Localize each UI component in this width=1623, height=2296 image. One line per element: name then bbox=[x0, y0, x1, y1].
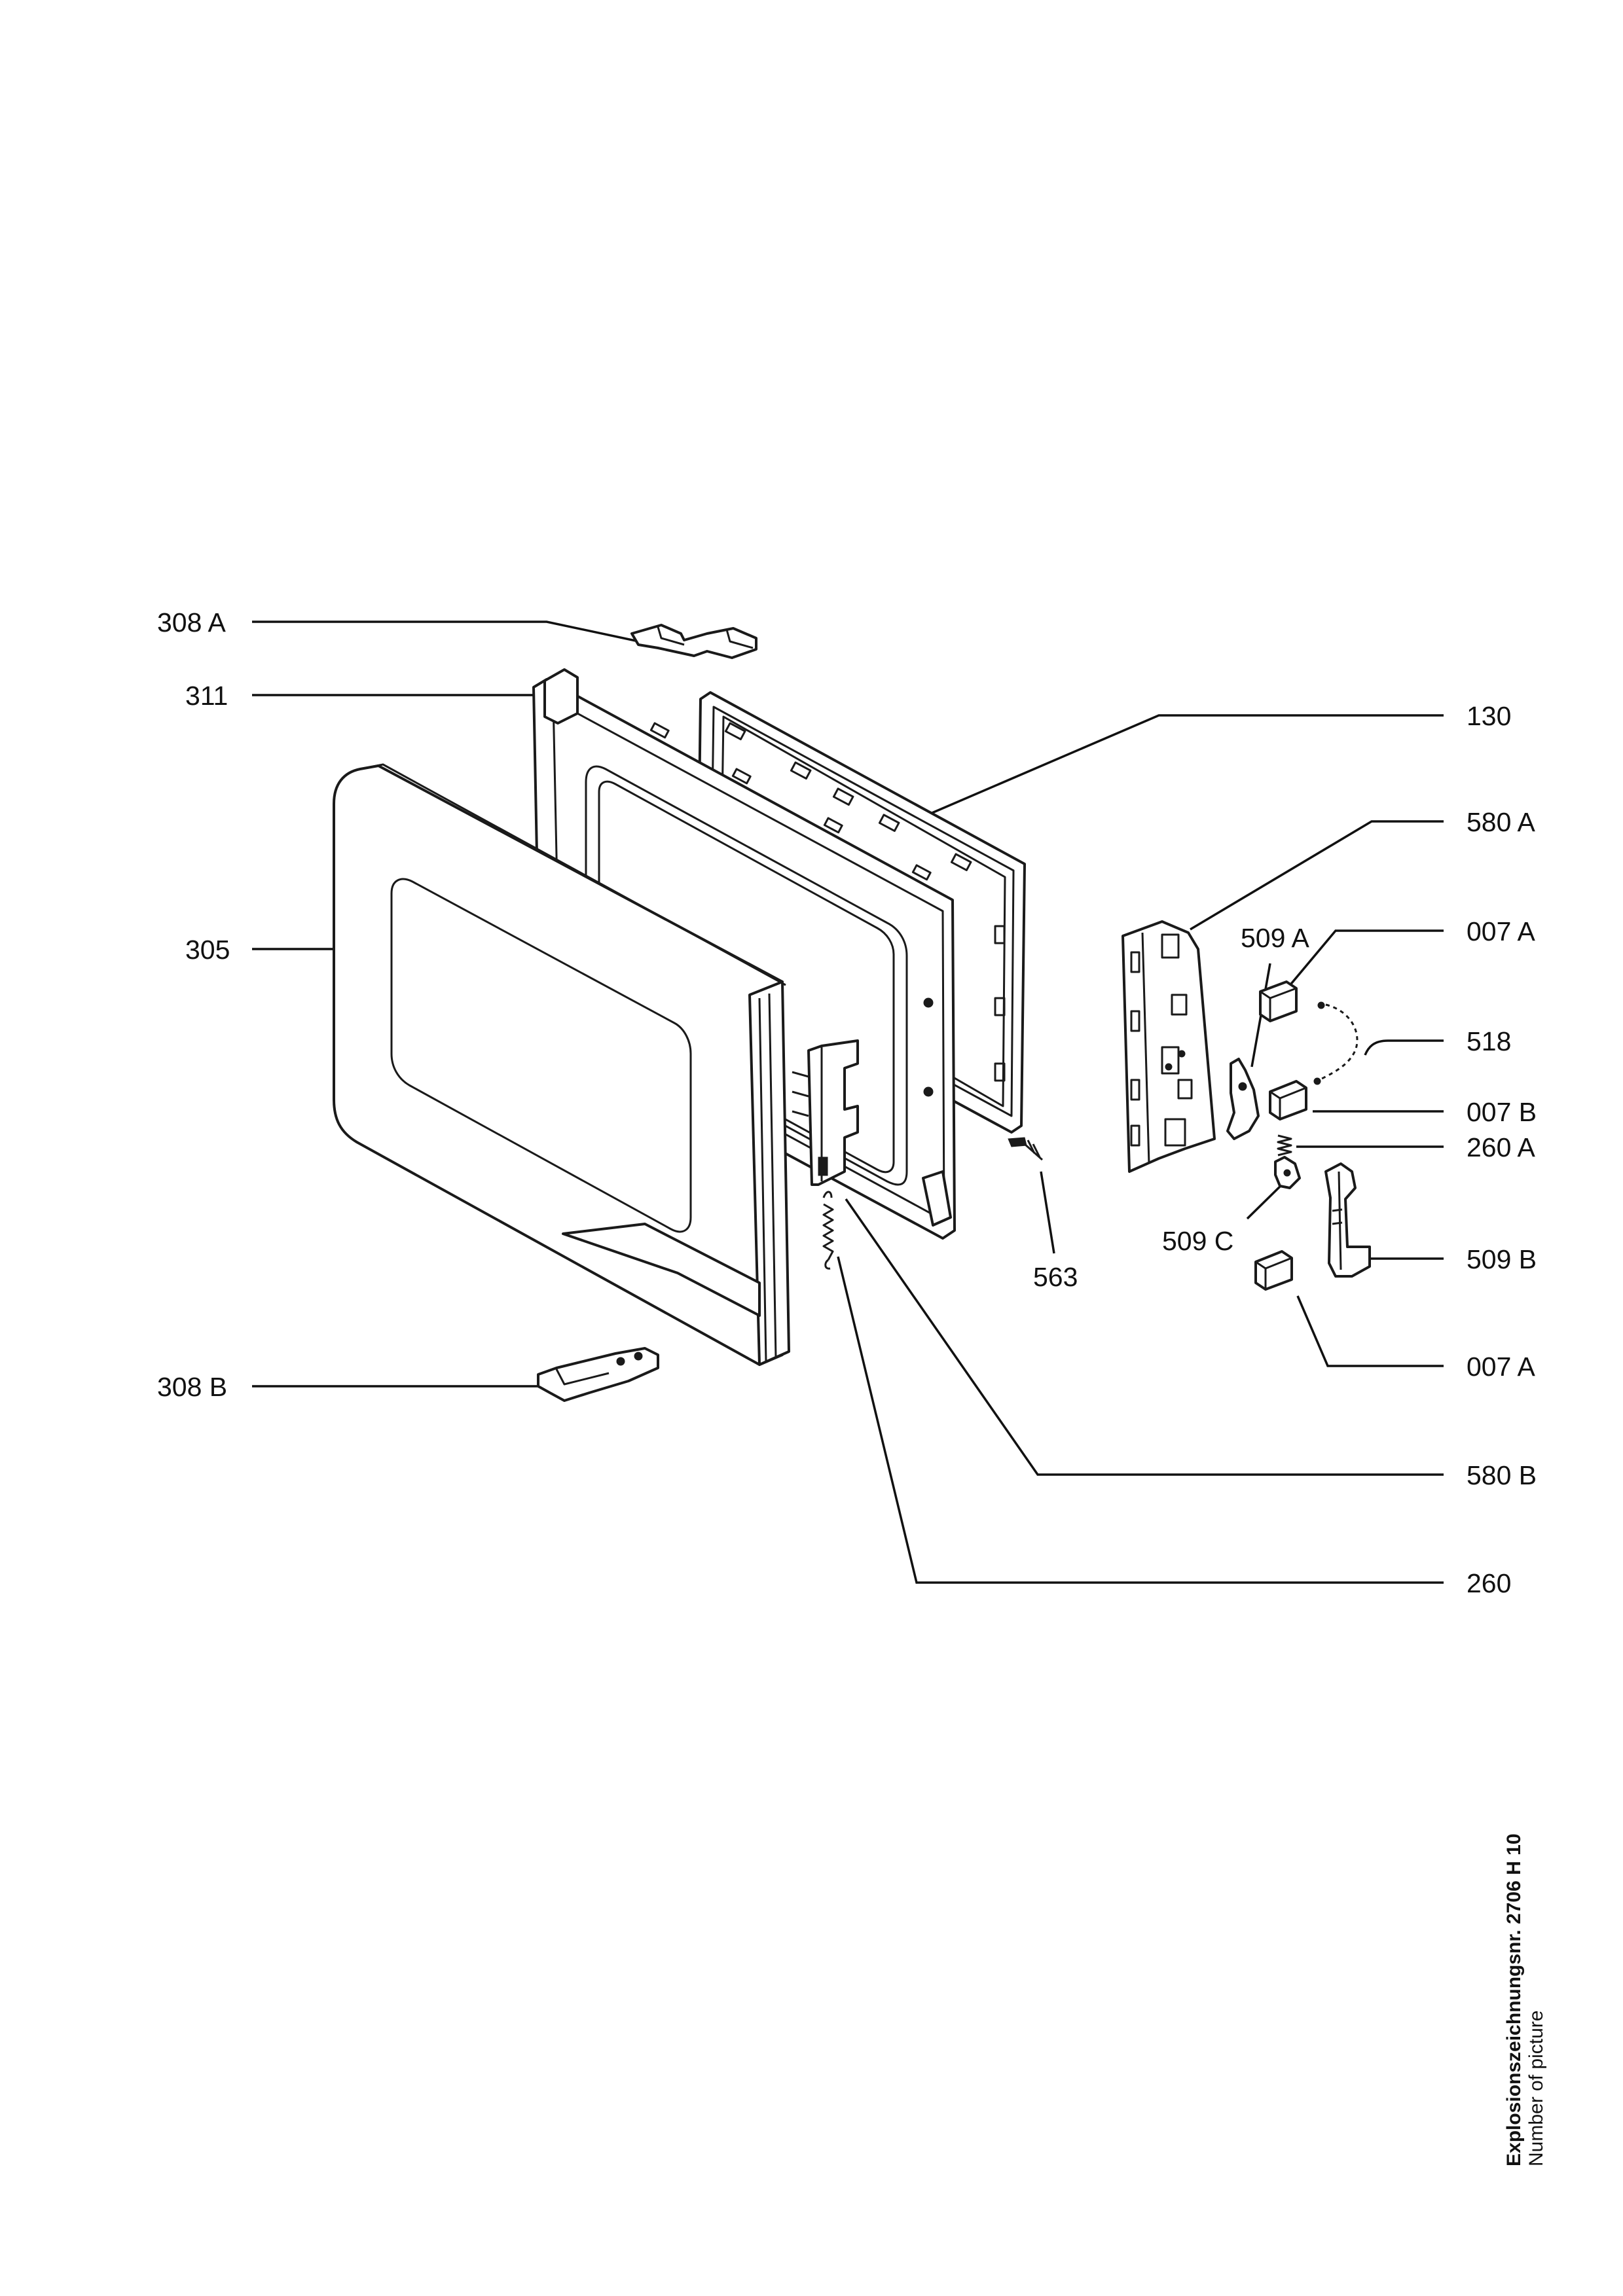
label-007b: 007 B bbox=[1467, 1097, 1537, 1127]
label-509b: 509 B bbox=[1467, 1244, 1537, 1274]
label-580a: 580 A bbox=[1467, 807, 1536, 837]
drawing-number: Explosionszeichnungsnr. 2706 H 10 bbox=[1503, 1833, 1525, 2166]
part-305-door-panel bbox=[333, 763, 790, 1366]
label-308a: 308 A bbox=[157, 607, 227, 637]
drawing-subtitle: Number of picture bbox=[1525, 2010, 1547, 2166]
part-308b-lower-hinge bbox=[537, 1347, 659, 1402]
part-007a-bottom-microswitch bbox=[1254, 1250, 1293, 1291]
label-509c: 509 C bbox=[1162, 1226, 1233, 1256]
part-580a-latch-bracket bbox=[1122, 920, 1216, 1173]
leader-509c bbox=[1246, 1182, 1285, 1220]
part-509c-small-lever bbox=[1274, 1156, 1301, 1189]
part-007b-microswitch bbox=[1269, 1080, 1307, 1121]
leader-130 bbox=[919, 714, 1444, 819]
label-308b: 308 B bbox=[157, 1372, 227, 1402]
label-305: 305 bbox=[185, 935, 230, 965]
leader-007a-top bbox=[1287, 929, 1444, 988]
label-260: 260 bbox=[1467, 1568, 1511, 1598]
label-130: 130 bbox=[1467, 701, 1511, 731]
part-labels: 308 A 311 305 308 B 130 580 A 509 A 007 … bbox=[157, 607, 1537, 1598]
part-518-wire bbox=[1313, 1001, 1359, 1085]
label-518: 518 bbox=[1467, 1026, 1511, 1056]
part-260a-small-spring bbox=[1277, 1134, 1292, 1157]
leader-563 bbox=[1040, 1171, 1055, 1254]
leader-580b bbox=[845, 1198, 1444, 1476]
label-509a: 509 A bbox=[1241, 923, 1310, 953]
label-311: 311 bbox=[185, 681, 228, 711]
label-007a-bottom: 007 A bbox=[1467, 1352, 1536, 1382]
leader-260 bbox=[837, 1256, 1444, 1584]
part-260-spring bbox=[822, 1191, 834, 1270]
part-509a-latch-lever bbox=[1226, 1058, 1260, 1140]
leader-308a bbox=[252, 620, 646, 644]
part-580b-latch-hook bbox=[792, 1039, 859, 1186]
part-563-screw bbox=[1008, 1137, 1043, 1161]
part-007a-top-microswitch bbox=[1259, 980, 1298, 1022]
leader-007a-bottom bbox=[1296, 1295, 1444, 1367]
label-580b: 580 B bbox=[1467, 1460, 1537, 1490]
part-509b-latch-actuator bbox=[1324, 1162, 1371, 1278]
label-260a: 260 A bbox=[1467, 1132, 1536, 1162]
drawing-number-caption: Explosionszeichnungsnr. 2706 H 10 Number… bbox=[1503, 1774, 1548, 2166]
leader-lines bbox=[252, 620, 1444, 1584]
label-563: 563 bbox=[1033, 1262, 1078, 1292]
leader-580a bbox=[1190, 820, 1444, 931]
leader-518 bbox=[1364, 1039, 1444, 1056]
label-007a-top: 007 A bbox=[1467, 916, 1536, 946]
part-308a-upper-hinge bbox=[630, 624, 757, 659]
